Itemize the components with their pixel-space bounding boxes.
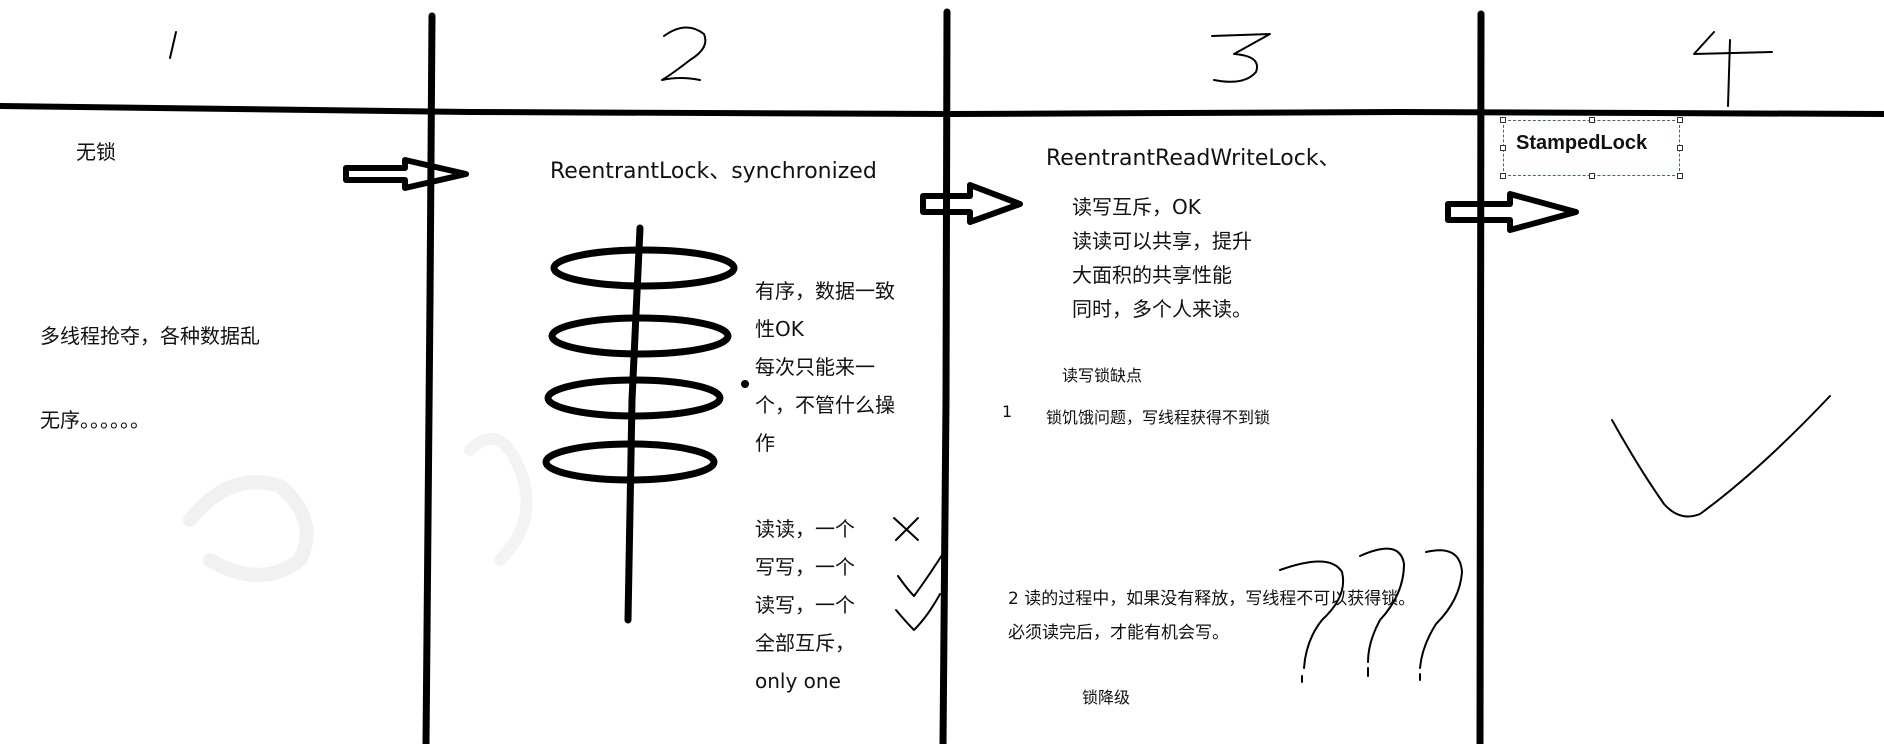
col2-desc: 有序，数据一致 性OK 每次只能来一 个，不管什么操 作 — [755, 272, 895, 462]
resize-handle-ml[interactable] — [1500, 145, 1506, 151]
col3-desc-line: 读读可以共享，提升 — [1072, 229, 1252, 253]
resize-handle-mr[interactable] — [1677, 145, 1683, 151]
question-mark-1 — [1279, 560, 1344, 683]
arrow-1 — [343, 157, 469, 191]
ring-2 — [548, 314, 732, 358]
big-check-mark — [1611, 395, 1831, 518]
header-number-3-stroke — [1211, 33, 1271, 83]
col2-rules: 读读，一个 写写，一个 读写，一个 全部互斥， only one — [755, 510, 855, 700]
resize-handle-tr[interactable] — [1677, 117, 1683, 123]
col3-desc-line: 同时，多个人来读。 — [1072, 297, 1252, 321]
cross-mark — [893, 517, 919, 541]
check-mark-2 — [895, 593, 941, 631]
rod — [624, 224, 644, 624]
arrow-2 — [920, 182, 1023, 225]
header-number-1: 1 — [168, 30, 187, 65]
question-mark-3 — [1419, 549, 1463, 681]
col3-desc-line: 大面积的共享性能 — [1072, 263, 1232, 287]
col2-rule-line: only one — [755, 669, 841, 693]
header-number-3: 3 — [1224, 30, 1243, 65]
ring-1 — [550, 246, 738, 290]
header-number-1-stroke — [169, 31, 177, 59]
question-mark-2 — [1359, 547, 1405, 677]
header-number-4: 4 — [1716, 30, 1735, 65]
col1-title: 无锁 — [76, 140, 116, 164]
col2-desc-line: 每次只能来一 — [755, 355, 875, 379]
col2-desc-line: 个，不管什么操 — [755, 393, 895, 417]
col2-desc-line: 性OK — [755, 317, 804, 341]
col3-drawbacks-title: 读写锁缺点 — [1062, 366, 1143, 385]
col2-rule-line: 读写，一个 — [755, 593, 855, 617]
resize-handle-bl[interactable] — [1500, 173, 1506, 179]
header-separator — [0, 103, 1884, 117]
col2-title: ReentrantLock、synchronized — [550, 159, 877, 184]
col3-title: ReentrantReadWriteLock、 — [1046, 146, 1341, 171]
col4-title[interactable]: StampedLock — [1516, 132, 1648, 154]
header-number-4-stroke — [1693, 31, 1773, 107]
resize-handle-tm[interactable] — [1589, 117, 1595, 123]
resize-handle-bm[interactable] — [1589, 173, 1595, 179]
column-divider-1 — [422, 12, 436, 744]
resize-handle-br[interactable] — [1677, 173, 1683, 179]
column-divider-2 — [939, 8, 951, 744]
col1-line2: 无序。。。。。。 — [40, 408, 150, 432]
ink-dot — [741, 380, 749, 388]
col2-desc-line: 作 — [755, 431, 775, 455]
col3-desc: 读写互斥，OK 读读可以共享，提升 大面积的共享性能 同时，多个人来读。 — [1072, 190, 1252, 326]
header-number-2: 2 — [672, 30, 691, 65]
col2-rule-line: 读读，一个 — [755, 517, 855, 541]
column-divider-3 — [1476, 10, 1485, 744]
faint-sketch-1 — [183, 475, 314, 582]
col3-item2-line2: 必须读完后，才能有机会写。 — [1008, 623, 1229, 643]
header-number-2-stroke — [661, 26, 707, 81]
check-mark-1 — [897, 551, 945, 597]
col3-desc-line: 读写互斥，OK — [1072, 195, 1201, 219]
col3-downgrade: 锁降级 — [1082, 688, 1131, 707]
col2-rule-line: 写写，一个 — [755, 555, 855, 579]
faint-sketch-2 — [464, 432, 533, 566]
arrow-3 — [1445, 191, 1579, 233]
col2-rule-line: 全部互斥， — [755, 631, 855, 655]
col3-item1-number: 1 — [1002, 402, 1013, 421]
col1-line1: 多线程抢夺，各种数据乱 — [40, 324, 260, 348]
col3-item1-text: 锁饥饿问题，写线程获得不到锁 — [1046, 408, 1271, 427]
resize-handle-tl[interactable] — [1500, 117, 1506, 123]
col2-desc-line: 有序，数据一致 — [755, 279, 895, 303]
col3-item2-line1: 2 读的过程中，如果没有释放，写线程不可以获得锁。 — [1008, 589, 1416, 609]
